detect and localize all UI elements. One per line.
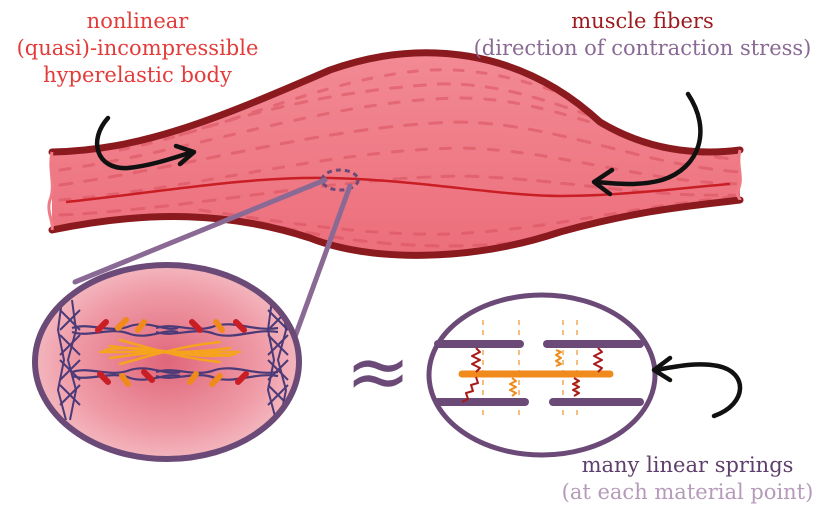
sarcomere-zoom bbox=[35, 265, 299, 459]
approx-symbol: ≈ bbox=[345, 327, 410, 417]
label-linear-springs: many linear springs (at each material po… bbox=[555, 452, 820, 506]
label-springs-title: many linear springs bbox=[555, 452, 820, 479]
label-body-line3: hyperelastic body bbox=[10, 62, 265, 89]
label-fibers-title: muscle fibers bbox=[470, 8, 815, 35]
spring-model bbox=[429, 295, 655, 455]
muscle-end-left bbox=[49, 152, 52, 230]
label-body-line2: (quasi)-incompressible bbox=[10, 35, 265, 62]
arrow-springs bbox=[654, 358, 740, 416]
label-fibers-subtitle: (direction of contraction stress) bbox=[470, 35, 815, 62]
label-hyperelastic-body: nonlinear (quasi)-incompressible hyperel… bbox=[10, 8, 265, 89]
label-muscle-fibers: muscle fibers (direction of contraction … bbox=[470, 8, 815, 62]
label-springs-subtitle: (at each material point) bbox=[555, 479, 820, 506]
label-body-line1: nonlinear bbox=[10, 8, 265, 35]
